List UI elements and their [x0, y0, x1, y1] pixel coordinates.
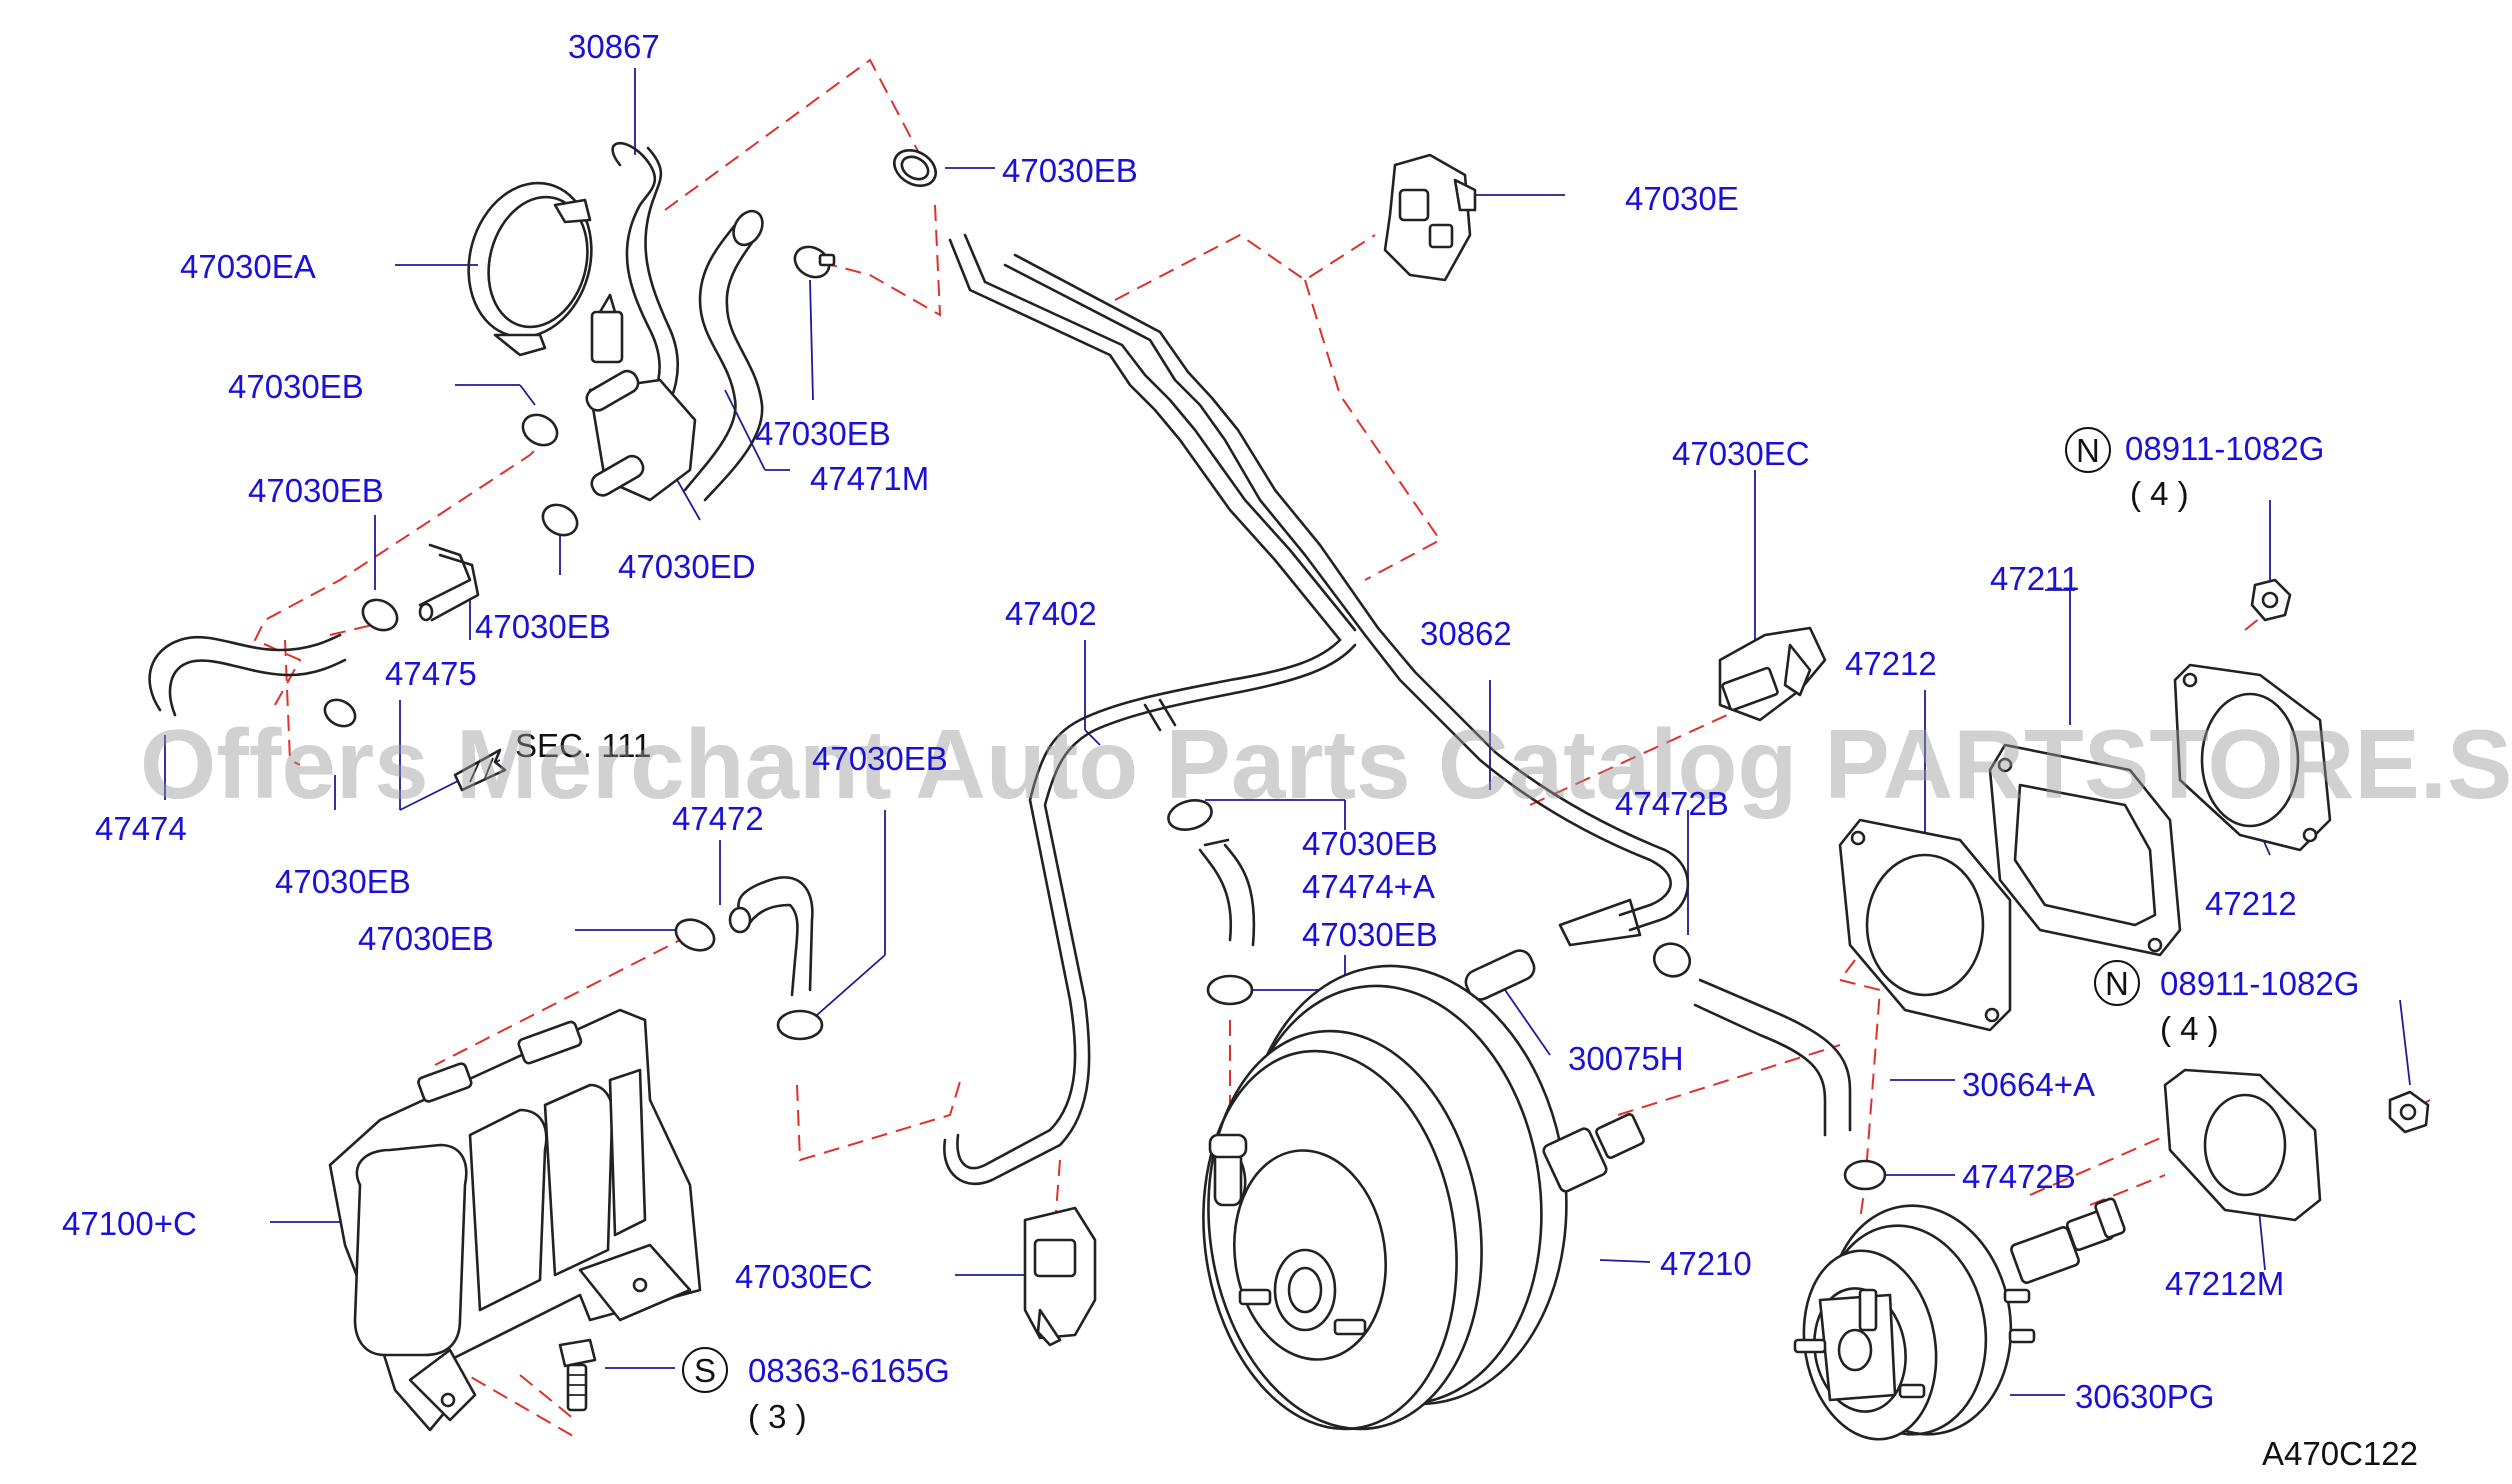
label-47212M: 47212M: [2165, 1265, 2284, 1302]
hose-30867: [611, 142, 679, 432]
label-47030EB-d: 47030EB: [475, 608, 611, 645]
label-47471M: 47471M: [810, 460, 929, 497]
gasket-47212-left: [1838, 818, 2012, 1032]
diagram-code: A470C122: [2262, 1435, 2418, 1472]
label-30862: 30862: [1420, 615, 1512, 652]
clamp-47472B-top: [1652, 942, 1692, 978]
badge-s: S: [682, 1347, 728, 1393]
clamp-47030EA: [467, 181, 593, 357]
label-08911-a-qty: ( 4 ): [2130, 475, 2189, 512]
label-47030EA: 47030EA: [180, 248, 316, 285]
clamp-left-d: [323, 698, 357, 728]
badge-n-bottom-letter: N: [2105, 965, 2129, 1002]
tube-30862: [1363, 626, 1690, 947]
label-08911-a: 08911-1082G: [2125, 430, 2324, 467]
connector-47030EC-top: [1718, 626, 1827, 722]
label-47030EB-h: 47030EB: [1302, 825, 1438, 862]
pipe-47475: [418, 543, 480, 622]
label-47474: 47474: [95, 810, 187, 847]
label-30630PG: 30630PG: [2075, 1378, 2214, 1415]
label-30664A: 30664+A: [1962, 1066, 2095, 1103]
section-reference-text: SEC. 111: [515, 727, 651, 764]
clamp-left-a: [521, 413, 559, 447]
nut-top: [2250, 578, 2292, 622]
label-47030ED: 47030ED: [618, 548, 756, 585]
tube-main: [948, 233, 1380, 642]
label-08911-b-qty: ( 4 ): [2160, 1010, 2219, 1047]
hose-47474: [148, 633, 347, 717]
label-47030EB-a: 47030EB: [228, 368, 364, 405]
part-labels: 30867 47030EB 47030E 47030EA 47030EB 470…: [62, 28, 2359, 1435]
bolt-08363: [558, 1338, 597, 1412]
label-47474A: 47474+A: [1302, 868, 1435, 905]
badge-s-letter: S: [694, 1352, 716, 1389]
plate-47211: [1988, 743, 2182, 957]
clamp-47030EB-mid: [776, 1009, 824, 1041]
hose-47472: [728, 876, 814, 997]
label-47030EB-top: 47030EB: [1002, 152, 1138, 189]
label-47030EC-top: 47030EC: [1672, 435, 1810, 472]
badge-n-top: N: [2065, 427, 2111, 473]
section-reference-arrow: [453, 748, 507, 792]
label-47030E: 47030E: [1625, 180, 1739, 217]
label-47475: 47475: [385, 655, 477, 692]
gasket-47212M: [2163, 1068, 2322, 1222]
label-47030EB-b: 47030EB: [755, 415, 891, 452]
label-47030EC-bottom: 47030EC: [735, 1258, 873, 1295]
watermark: Offers Merchant Auto Parts Catalog PARTS…: [140, 709, 2512, 819]
hose-47474A: [1167, 799, 1256, 1006]
connector-47030E: [1383, 153, 1477, 282]
label-47212-a: 47212: [1845, 645, 1937, 682]
label-47472B-b: 47472B: [1962, 1158, 2076, 1195]
label-47030EB-g: 47030EB: [358, 920, 494, 957]
label-30075H: 30075H: [1568, 1040, 1684, 1077]
vacuum-booster-30630PG: [1793, 1197, 2126, 1441]
label-08911-b: 08911-1082G: [2160, 965, 2359, 1002]
label-47030EB-i: 47030EB: [1302, 916, 1438, 953]
label-08363: 08363-6165G: [748, 1352, 950, 1389]
label-08363-qty: ( 3 ): [748, 1398, 807, 1435]
clamp-47472B-bottom: [1843, 1159, 1887, 1191]
clamp-left-b: [541, 503, 579, 537]
brake-booster-47210: [1202, 964, 1645, 1431]
badge-n-top-letter: N: [2076, 432, 2100, 469]
nut-bottom: [2388, 1090, 2430, 1134]
label-47030EB-c: 47030EB: [248, 472, 384, 509]
hose-30664A: [1693, 978, 1852, 1137]
canister-47100C: [328, 1008, 702, 1432]
label-47402: 47402: [1005, 595, 1097, 632]
clamp-left-c: [361, 598, 399, 632]
label-47211: 47211: [1990, 560, 2079, 597]
label-47212-b: 47212: [2205, 885, 2297, 922]
badge-n-bottom: N: [2094, 960, 2140, 1006]
label-47472: 47472: [672, 800, 764, 837]
hose-47471M: [683, 209, 764, 502]
label-30867: 30867: [568, 28, 660, 65]
bracket-47030ED: [585, 293, 697, 502]
label-47030EB-f: 47030EB: [812, 740, 948, 777]
tube-30075H: [1464, 949, 1536, 1001]
tube-47402: [943, 638, 1357, 1186]
label-47472B-a: 47472B: [1615, 785, 1729, 822]
clamp-center-top: [793, 245, 836, 279]
connector-47030EC-bottom: [1023, 1206, 1097, 1347]
label-47100C: 47100+C: [62, 1205, 197, 1242]
clamp-47472: [674, 918, 716, 952]
label-47210: 47210: [1660, 1245, 1752, 1282]
label-47030EB-e: 47030EB: [275, 863, 411, 900]
gasket-47212-right: [2173, 663, 2332, 852]
clamp-top: [893, 149, 937, 187]
